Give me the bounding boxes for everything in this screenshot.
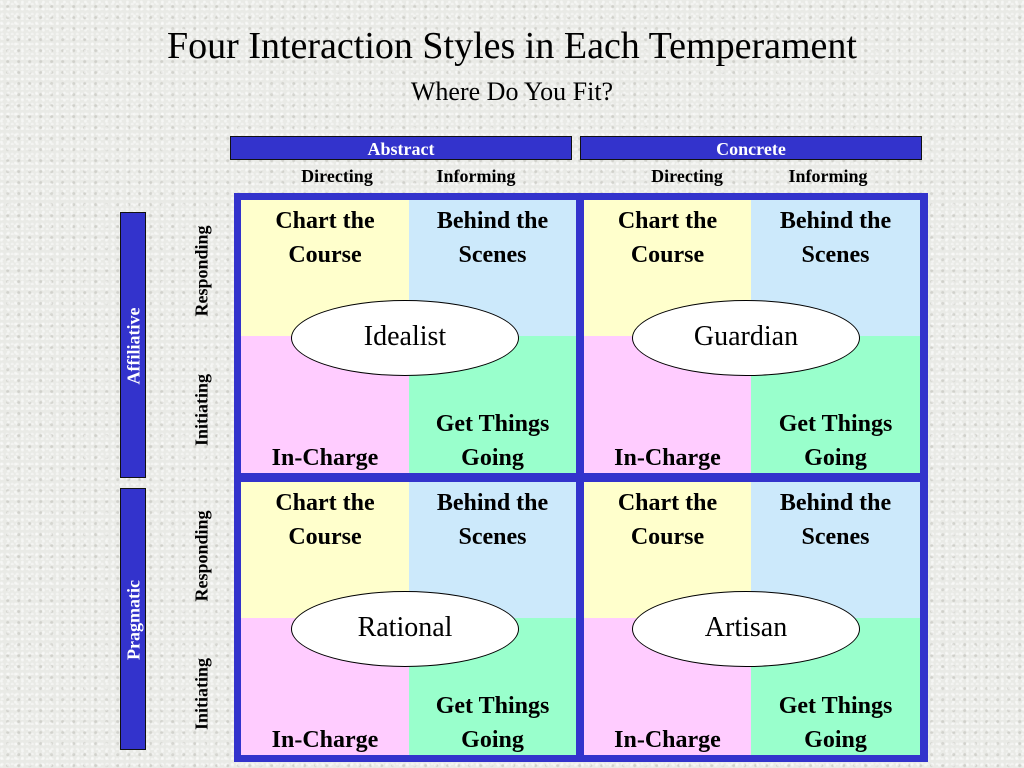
row-sublabel-responding-affiliative: Responding (191, 225, 212, 317)
row-sublabel-initiating-affiliative: Initiating (191, 373, 212, 447)
column-header-abstract: Abstract (230, 136, 572, 160)
cell-label: Behind the Scenes (436, 208, 549, 268)
row-sublabel-responding-pragmatic: Responding (191, 510, 212, 602)
page-title: Four Interaction Styles in Each Temperam… (167, 25, 857, 67)
row-header-pragmatic-label: Pragmatic (123, 580, 144, 660)
cell-label: Chart the Course (275, 490, 375, 550)
row-header-pragmatic: Pragmatic (120, 488, 146, 750)
subheader-informing-abstract: Informing (436, 166, 516, 186)
cell-label: Get Things Going (778, 693, 893, 753)
cell-label: In-Charge (271, 727, 379, 753)
cell-label: Get Things Going (778, 411, 893, 471)
column-header-concrete: Concrete (580, 136, 922, 160)
subheader-directing-abstract: Directing (301, 166, 373, 186)
page-subtitle: Where Do You Fit? (410, 77, 614, 106)
temperament-artisan: Artisan (632, 591, 860, 667)
cell-label: Chart the Course (617, 490, 718, 550)
row-sublabel-initiating-pragmatic: Initiating (191, 657, 212, 731)
cell-label: In-Charge (614, 445, 721, 471)
temperament-idealist: Idealist (291, 300, 519, 376)
cell-label: In-Charge (271, 445, 379, 471)
subheader-directing-concrete: Directing (651, 166, 723, 186)
cell-behind-the-scenes: Behind the Scenes (409, 482, 576, 618)
row-header-affiliative: Affiliative (120, 212, 146, 478)
cell-label: Chart the Course (275, 208, 375, 268)
row-header-affiliative-label: Affiliative (123, 307, 144, 385)
cell-get-things-going: Get Things Going (751, 618, 920, 755)
subheader-informing-concrete: Informing (788, 166, 868, 186)
temperament-rational: Rational (291, 591, 519, 667)
cell-label: Get Things Going (435, 411, 550, 471)
temperament-guardian: Guardian (632, 300, 860, 376)
cell-label: Get Things Going (435, 693, 550, 753)
cell-label: Behind the Scenes (436, 490, 549, 550)
cell-label: Behind the Scenes (779, 208, 892, 268)
cell-label: Chart the Course (617, 208, 718, 268)
cell-label: Behind the Scenes (779, 490, 892, 550)
cell-label: In-Charge (614, 727, 721, 753)
